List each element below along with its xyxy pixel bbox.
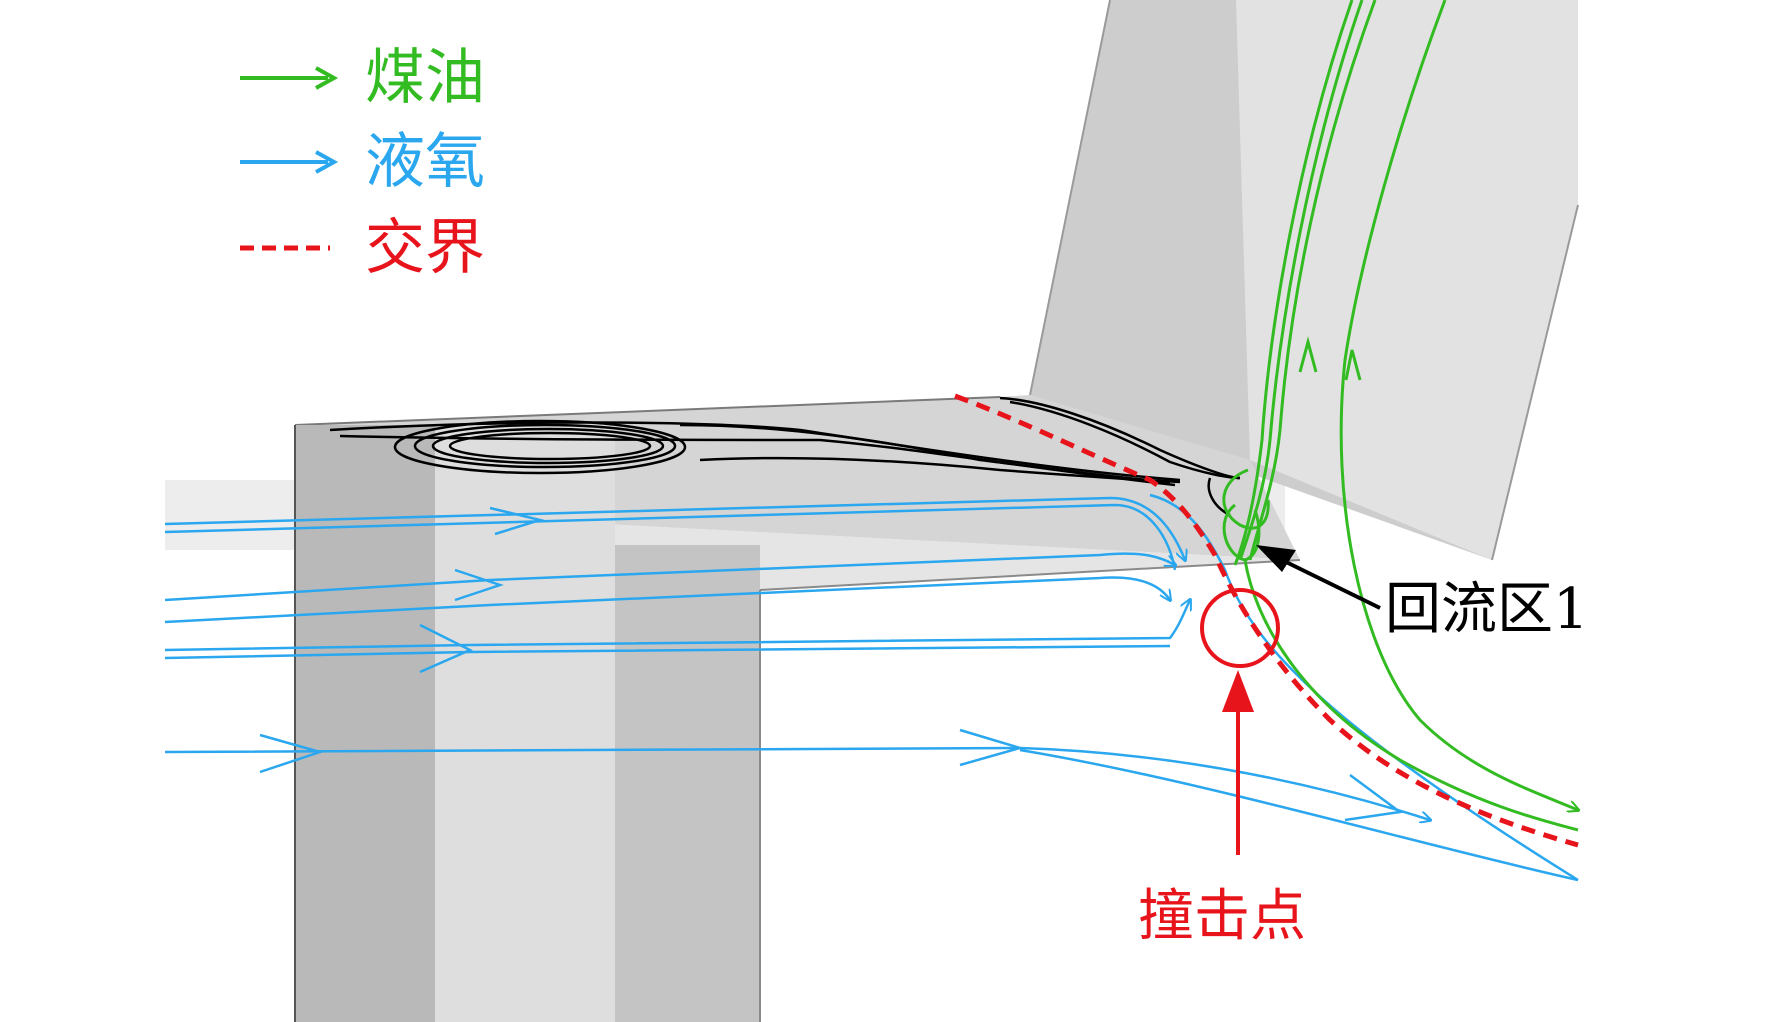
recirculation-zone-label: 回流区1 [1385, 577, 1589, 642]
lox-streamlines [164, 493, 1579, 882]
legend-item-interface: 交界 [240, 213, 485, 283]
recirculation-arrow [1256, 545, 1381, 610]
impact-arrow [1222, 670, 1254, 855]
impact-point-circle [1200, 588, 1280, 668]
legend-item-kerosene: 煤油 [240, 43, 485, 113]
left-post [295, 425, 435, 1022]
legend-item-lox: 液氧 [240, 127, 485, 197]
kerosene-streamlines [1222, 0, 1578, 832]
legend-label-kerosene: 煤油 [365, 43, 485, 113]
legend-label-interface: 交界 [365, 213, 485, 283]
middle-post [615, 545, 760, 1022]
impact-point-label: 撞击点 [1138, 884, 1306, 949]
legend-label-lox: 液氧 [365, 127, 485, 197]
interface-line [954, 393, 1579, 848]
chamber-opening [760, 590, 1772, 1022]
legend: 煤油 液氧 交界 [240, 43, 485, 283]
